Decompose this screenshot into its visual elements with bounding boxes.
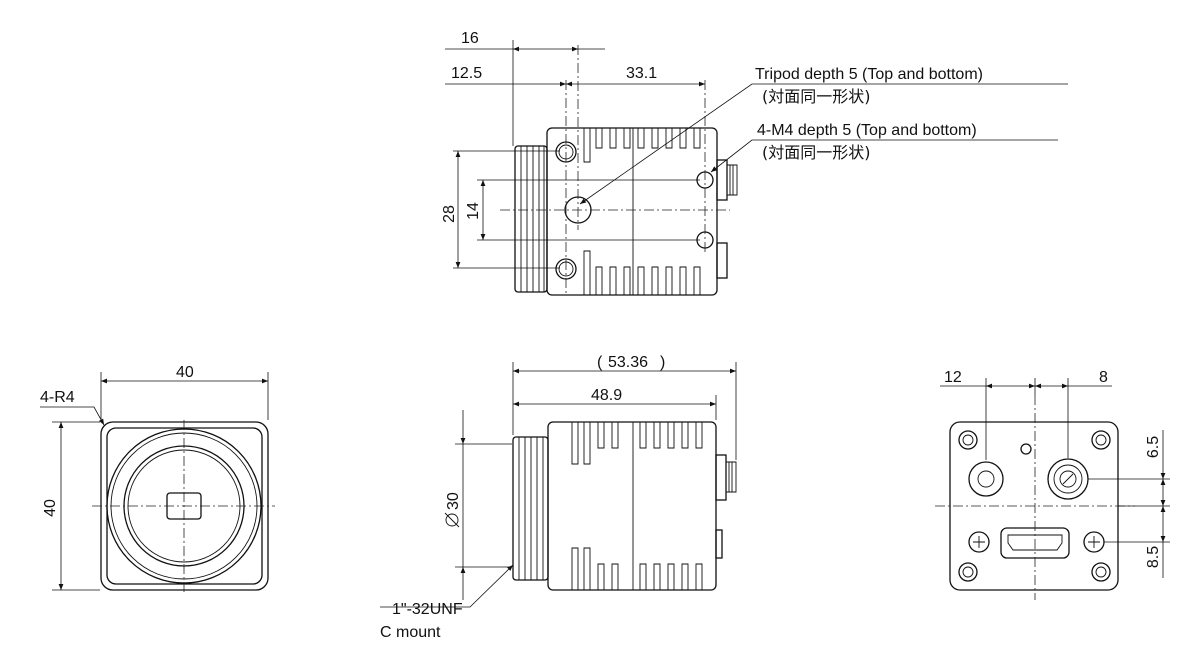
side-overall-open-paren: (: [597, 354, 603, 371]
diameter-label: 30: [445, 492, 462, 510]
rear-dim-8-5-label: 8.5: [1145, 546, 1162, 568]
side-body-label: 48.9: [591, 387, 622, 404]
rear-dim-12-label: 12: [944, 369, 962, 386]
top-lens-mount: [514, 145, 548, 293]
tripod-note: Tripod depth 5 (Top and bottom): [755, 66, 983, 83]
side-rear-port: [715, 529, 723, 559]
rear-dim-6-5-label: 6.5: [1145, 436, 1162, 458]
dim-12-5-label: 12.5: [451, 65, 482, 82]
side-fins-lower: [571, 547, 703, 590]
side-overall-label: 53.36: [608, 354, 648, 371]
rear-view: 12 8 6.5 8.5: [935, 369, 1170, 600]
side-fins-upper: [571, 422, 703, 465]
top-rear-connector: [716, 159, 728, 201]
dim-28-label: 28: [441, 205, 458, 223]
m4-note: 4-M4 depth 5 (Top and bottom): [757, 122, 977, 139]
side-rear-connector: [715, 454, 727, 501]
m4-note-jp: (対面同一形状): [762, 143, 871, 162]
front-height-label: 40: [42, 499, 59, 517]
top-view: 16 12.5 33.1 28 14 Tripod depth 5 (Top a…: [441, 30, 1068, 296]
mount-type-label: C mount: [380, 624, 441, 641]
top-camera-body: [546, 127, 718, 296]
screw-icon: [958, 562, 978, 582]
side-overall-close-paren: ): [660, 354, 665, 371]
top-fins-lower: [583, 250, 701, 295]
screw-icon: [958, 430, 978, 450]
dim-14-label: 14: [465, 202, 482, 220]
dim-33-1-label: 33.1: [626, 65, 657, 82]
front-width-label: 40: [176, 364, 194, 381]
screw-icon: [1091, 562, 1111, 582]
diameter-symbol-icon: [445, 513, 459, 527]
plus-screw-icon: [968, 531, 990, 553]
dim-16-label: 16: [461, 30, 479, 47]
led-indicator-icon: [1020, 443, 1032, 455]
top-fins-upper: [583, 128, 701, 163]
corner-radius-label: 4-R4: [40, 389, 75, 406]
tripod-note-jp: (対面同一形状): [762, 87, 871, 106]
screw-icon: [1091, 430, 1111, 450]
io-connector-icon: [968, 461, 1004, 497]
side-camera-body: [547, 421, 717, 591]
mount-thread-label: 1"-32UNF: [392, 601, 463, 618]
front-view: 40 40 4-R4: [40, 364, 275, 595]
diameter-dimension: 30: [444, 492, 462, 528]
rear-dim-8-label: 8: [1099, 369, 1108, 386]
side-view: ( 53.36 ) 48.9 30 1"-32UNF C mount: [380, 354, 737, 641]
top-rear-port: [716, 242, 728, 279]
